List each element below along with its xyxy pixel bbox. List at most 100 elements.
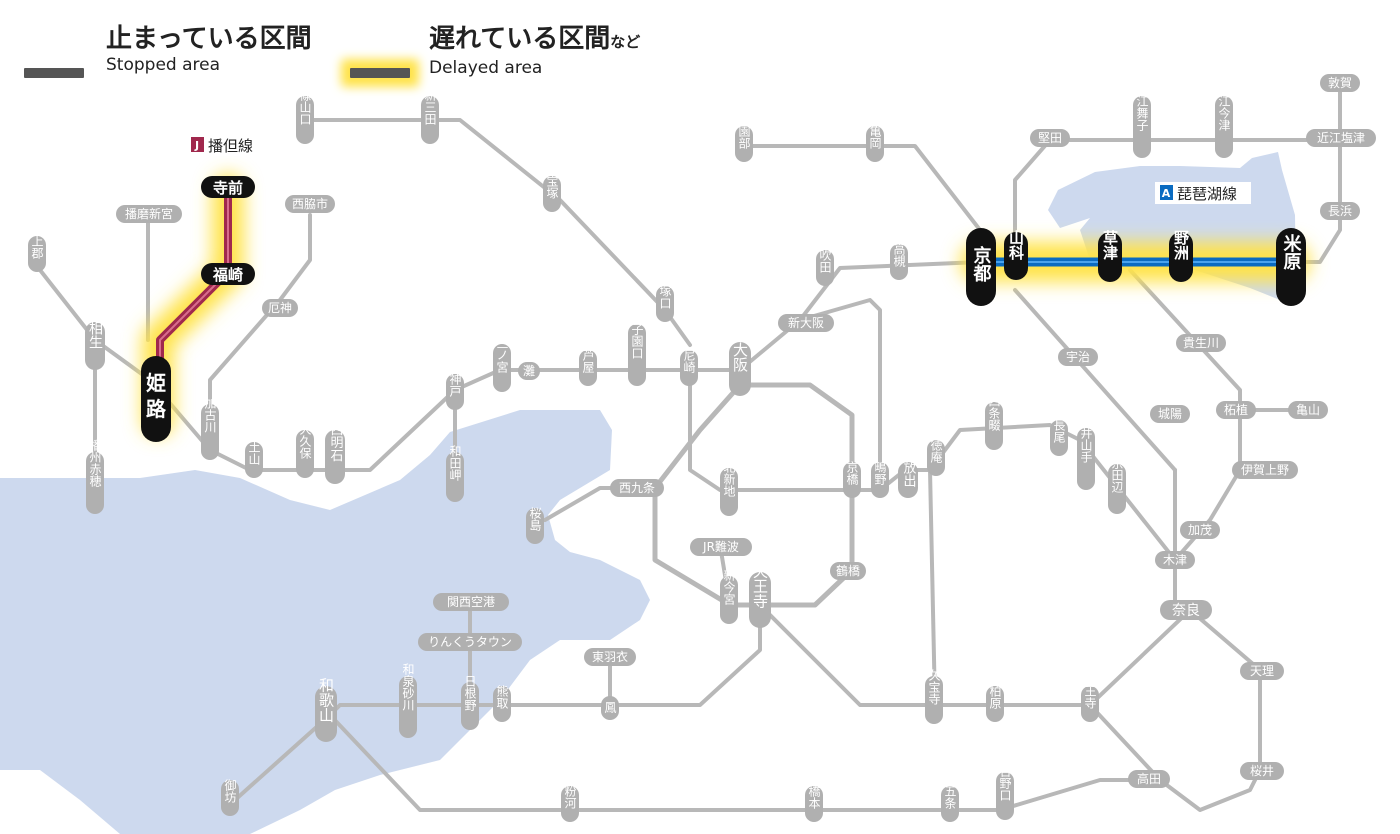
- station-nishikujo[interactable]: 西九条: [610, 479, 664, 497]
- station-hashimoto[interactable]: 橋本: [805, 785, 823, 822]
- station-kyoto[interactable]: 京都: [966, 228, 996, 306]
- station-omiimazu[interactable]: 近江今津: [1215, 83, 1233, 158]
- station-takatsuki-label: 高槻: [892, 242, 906, 268]
- station-tsukaguchi[interactable]: 塚口: [656, 285, 674, 322]
- station-gojo[interactable]: 五条: [941, 785, 959, 822]
- station-fukusaki-label: 福崎: [212, 266, 243, 284]
- station-kibukawa[interactable]: 貴生川: [1176, 334, 1226, 352]
- station-shinimamiya[interactable]: 新今宮: [720, 568, 738, 624]
- station-aioi[interactable]: 相生: [85, 321, 105, 370]
- line-nara: [1013, 288, 1177, 472]
- station-ashiya[interactable]: 芦屋: [579, 349, 597, 386]
- station-igaueno[interactable]: 伊賀上野: [1232, 461, 1298, 479]
- station-takarazuka[interactable]: 宝塚: [543, 175, 561, 212]
- station-shigino[interactable]: 鴫野: [871, 461, 889, 498]
- station-takarazuka-label: 宝塚: [545, 175, 559, 199]
- station-tsuruga[interactable]: 敦賀: [1320, 74, 1360, 92]
- station-gobo[interactable]: 御坊: [221, 778, 239, 816]
- station-wakayama[interactable]: 和歌山: [315, 678, 337, 743]
- station-katata[interactable]: 堅田: [1030, 129, 1070, 147]
- station-suita[interactable]: 吹田: [816, 249, 834, 286]
- station-banshushingu[interactable]: 播磨新宮: [116, 205, 182, 223]
- station-sakurai[interactable]: 桜井: [1240, 762, 1284, 780]
- station-nara[interactable]: 奈良: [1160, 600, 1212, 620]
- station-kakogawa[interactable]: 加古川: [201, 397, 219, 460]
- station-kansaiairport[interactable]: 関西空港: [433, 593, 509, 611]
- station-kusatsu[interactable]: 草津: [1098, 229, 1122, 282]
- station-kibukawa-label: 貴生川: [1183, 336, 1219, 350]
- station-yakujin[interactable]: 厄神: [262, 299, 298, 317]
- station-nagahama[interactable]: 長浜: [1320, 202, 1360, 220]
- station-koshienguchi[interactable]: 甲子園口: [628, 311, 646, 386]
- station-jrnamba[interactable]: JR難波: [690, 538, 752, 556]
- station-himeji[interactable]: 姫路: [141, 356, 171, 442]
- station-maibara[interactable]: 米原: [1276, 228, 1306, 306]
- station-kashiwara-label: 柏原: [988, 684, 1002, 709]
- station-kameyama[interactable]: 亀山: [1288, 401, 1328, 419]
- station-otori[interactable]: 鳳: [601, 696, 619, 720]
- station-kizu[interactable]: 木津: [1155, 551, 1195, 569]
- station-yamashina[interactable]: 山科: [1004, 230, 1028, 280]
- station-nagao[interactable]: 長尾: [1050, 419, 1068, 456]
- station-rinkutown[interactable]: りんくうタウン: [418, 633, 522, 651]
- station-omishiotsu[interactable]: 近江塩津: [1306, 129, 1376, 147]
- station-kamigori[interactable]: 上郡: [28, 235, 46, 272]
- station-wadamisaki[interactable]: 和田岬: [446, 445, 464, 502]
- station-nishiakashi[interactable]: 西明石: [325, 423, 345, 485]
- station-yasu[interactable]: 野洲: [1169, 230, 1193, 282]
- station-okubo[interactable]: 大久保: [296, 423, 314, 478]
- station-sakurajima[interactable]: 桜島: [526, 507, 544, 544]
- station-dokoyama[interactable]: 土山: [245, 441, 263, 478]
- station-kobe[interactable]: 神戸: [446, 373, 464, 410]
- station-banshuako[interactable]: 播州赤穂: [86, 439, 104, 514]
- station-shinosaka[interactable]: 新大阪: [778, 314, 834, 332]
- station-omimaiko-label: 近江舞子: [1135, 83, 1149, 131]
- station-kyobashi[interactable]: 京橋: [843, 461, 861, 498]
- station-kameoka[interactable]: 亀岡: [866, 125, 884, 162]
- station-hanaten[interactable]: 放出: [898, 461, 918, 498]
- station-sakurajima-label: 桜島: [528, 507, 542, 532]
- station-koshienguchi-label: 甲子園口: [630, 311, 644, 359]
- station-matsuiyamate[interactable]: 松井山手: [1077, 415, 1095, 490]
- station-hineno[interactable]: 日根野: [461, 675, 479, 730]
- station-teramae[interactable]: 寺前: [201, 176, 255, 198]
- station-yoshinoguchi[interactable]: 吉野口: [996, 765, 1014, 820]
- legend-delayed-suffix: など: [610, 33, 641, 51]
- legend: 止まっている区間 Stopped area 遅れている区間など Delayed …: [24, 24, 674, 84]
- legend-delayed-jp-text: 遅れている区間: [429, 24, 611, 54]
- station-osaka[interactable]: 大阪: [729, 342, 751, 396]
- station-izumisunagawa[interactable]: 和泉砂川: [399, 663, 417, 738]
- station-sonobe[interactable]: 園部: [735, 125, 753, 162]
- station-takada[interactable]: 高田: [1128, 770, 1170, 788]
- station-tennoji-label: 天王寺: [751, 564, 769, 609]
- station-tenri[interactable]: 天理: [1240, 662, 1284, 680]
- station-omimaiko[interactable]: 近江舞子: [1133, 83, 1151, 158]
- station-tsuruhashi[interactable]: 鶴橋: [830, 562, 866, 580]
- station-amagasaki[interactable]: 尼崎: [680, 349, 698, 386]
- station-shinsanda[interactable]: 新三田: [421, 88, 439, 144]
- station-takatsuki[interactable]: 高槻: [890, 242, 908, 280]
- station-kyotanabe[interactable]: 京田辺: [1108, 457, 1126, 514]
- station-sannomiya[interactable]: 三ノ宮: [493, 337, 511, 392]
- station-joyo[interactable]: 城陽: [1150, 405, 1190, 423]
- station-sasayamaguchi[interactable]: 篠山口: [296, 88, 314, 144]
- station-kokawa[interactable]: 粉河: [561, 785, 579, 822]
- station-shijonawate[interactable]: 四条畷: [985, 395, 1003, 450]
- station-fukusaki[interactable]: 福崎: [201, 263, 255, 285]
- station-nishiwakishi[interactable]: 西脇市: [285, 195, 335, 213]
- station-kyuhoji[interactable]: 久宝寺: [925, 669, 943, 724]
- station-kamo[interactable]: 加茂: [1180, 521, 1220, 539]
- station-kitashinchi[interactable]: 北新地: [720, 461, 738, 516]
- station-kumatori[interactable]: 熊取: [493, 684, 511, 722]
- normal-stations: 播磨新宮 西脇市 厄神 灘 新大阪 西九条 JR難波 関西空港 りんくうタウン …: [116, 74, 1376, 788]
- station-higashihagoromo[interactable]: 東羽衣: [584, 648, 636, 666]
- line-hanwa: [328, 603, 762, 717]
- station-kitashinchi-label: 北新地: [722, 461, 736, 497]
- station-tsuge[interactable]: 柘植: [1216, 401, 1256, 419]
- station-kashiwara[interactable]: 柏原: [986, 684, 1004, 722]
- station-tennoji[interactable]: 天王寺: [749, 564, 771, 629]
- station-nada[interactable]: 灘: [518, 362, 540, 380]
- station-tokuan[interactable]: 徳庵: [927, 438, 945, 476]
- station-uji[interactable]: 宇治: [1058, 348, 1098, 366]
- station-oji[interactable]: 王寺: [1081, 685, 1099, 722]
